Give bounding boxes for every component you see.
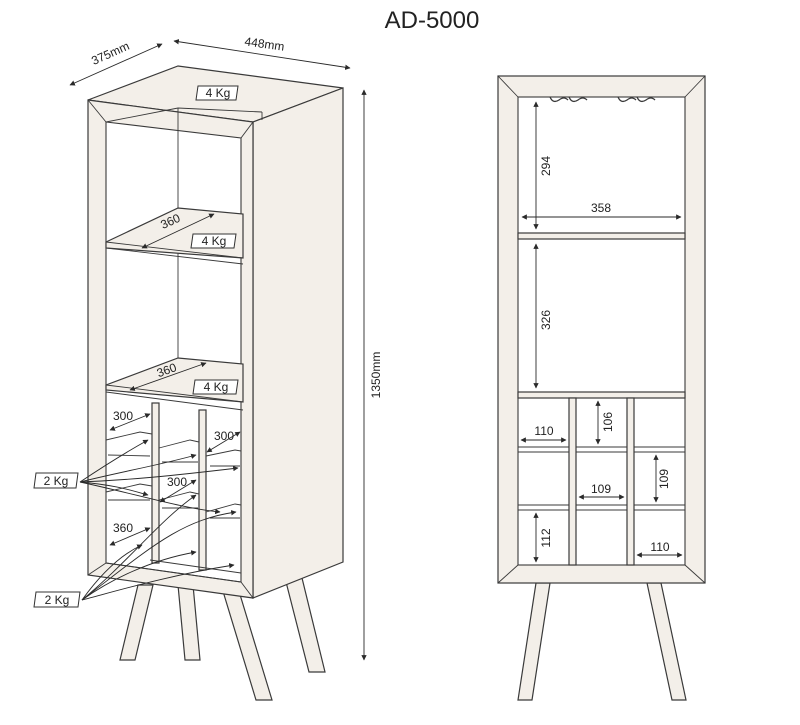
- load-tag-shelf2: 4 Kg: [192, 379, 239, 395]
- dim-rack-c: 300: [159, 475, 197, 503]
- bottle-rack: [105, 402, 242, 583]
- product-title: AD-5000: [385, 7, 480, 34]
- svg-text:112: 112: [539, 528, 553, 547]
- shelf-front-2: [517, 391, 686, 399]
- dim-h-326: 326: [533, 243, 553, 389]
- svg-text:110: 110: [534, 424, 553, 438]
- svg-text:109: 109: [657, 469, 671, 489]
- svg-text:4 Kg: 4 Kg: [206, 86, 231, 100]
- dim-c5: 112: [533, 512, 553, 563]
- leg-front-right: [646, 582, 687, 701]
- width-label: 448mm: [244, 34, 286, 53]
- dim-width: 448mm: [173, 34, 351, 70]
- svg-text:109: 109: [591, 482, 611, 496]
- shelf-front-1: [517, 232, 686, 240]
- svg-text:2 Kg: 2 Kg: [45, 593, 70, 607]
- rack-grid: [518, 397, 685, 566]
- svg-text:4 Kg: 4 Kg: [202, 234, 227, 248]
- load-tag-shelf1: 4 Kg: [190, 233, 237, 249]
- leader-lines: [79, 439, 239, 601]
- dim-rack-d: 360: [109, 521, 151, 546]
- dim-w-358: 358: [521, 201, 682, 220]
- dim-shelf2: 360: [129, 360, 207, 391]
- dim-height: 1350mm: [361, 89, 383, 661]
- height-label: 1350mm: [369, 352, 383, 399]
- svg-text:4 Kg: 4 Kg: [204, 380, 229, 394]
- legs-iso: [119, 577, 326, 701]
- dim-c1: 110: [520, 424, 567, 443]
- svg-text:110: 110: [650, 540, 669, 554]
- svg-text:300: 300: [214, 429, 234, 443]
- load-tag-rack1: 2 Kg: [33, 472, 79, 489]
- svg-text:106: 106: [601, 412, 615, 432]
- dim-c2: 106: [595, 400, 615, 445]
- dim-rack-b: 300: [206, 429, 241, 453]
- svg-text:326: 326: [539, 310, 553, 330]
- svg-text:360: 360: [155, 360, 179, 380]
- dim-c3: 109: [578, 482, 625, 500]
- depth-label: 375mm: [89, 39, 131, 68]
- svg-text:294: 294: [539, 156, 553, 176]
- glass-holders: [549, 96, 656, 103]
- svg-text:300: 300: [113, 409, 133, 423]
- load-tag-rack2: 2 Kg: [33, 591, 81, 608]
- svg-text:358: 358: [591, 201, 611, 215]
- load-tag-top: 4 Kg: [195, 85, 239, 101]
- front-view: 294 358 326 110 106 109 109 112: [497, 75, 706, 701]
- svg-text:360: 360: [113, 521, 133, 535]
- dim-h-294: 294: [533, 101, 553, 230]
- dim-c4: 109: [653, 454, 671, 503]
- dim-c6: 110: [636, 540, 683, 558]
- svg-text:300: 300: [167, 475, 187, 489]
- dim-rack-a: 300: [109, 409, 151, 431]
- svg-text:2 Kg: 2 Kg: [44, 474, 69, 488]
- isometric-view: 375mm 448mm 1350mm 4 Kg 4 Kg 4 Kg 360: [33, 34, 383, 701]
- leg-front-left: [517, 582, 551, 701]
